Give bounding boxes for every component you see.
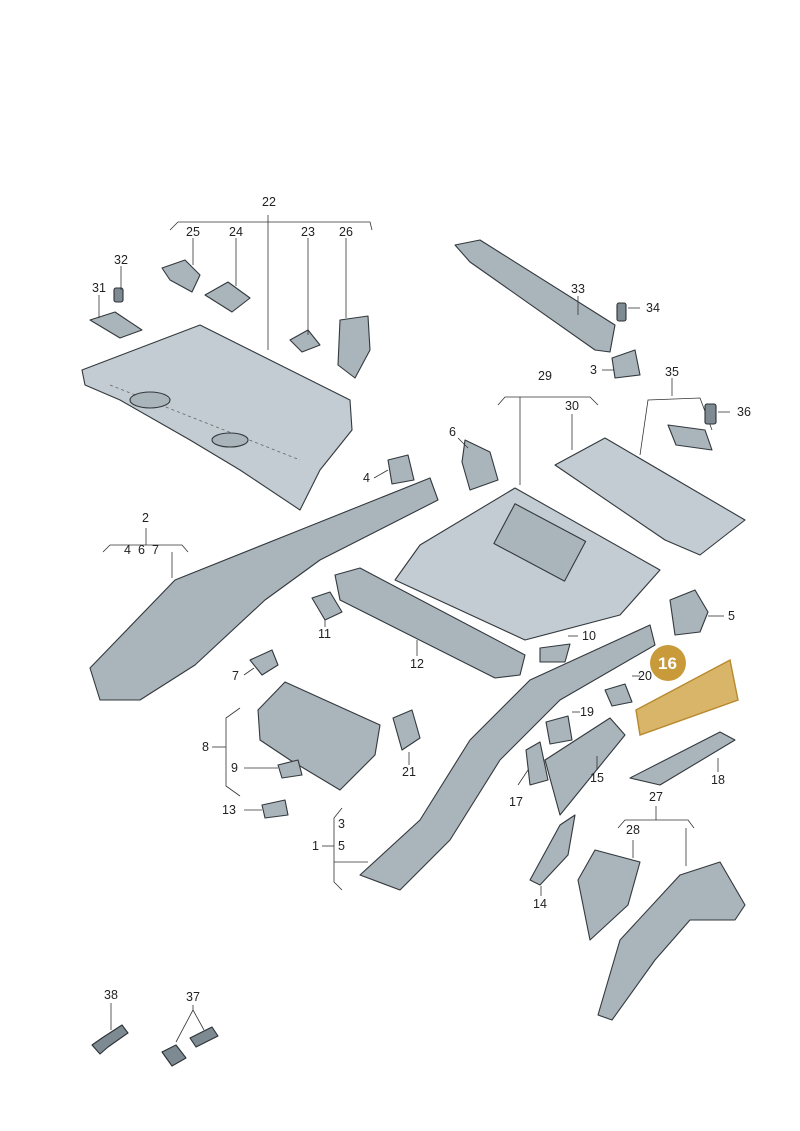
label-21: 21 xyxy=(402,765,416,779)
part-8-plate xyxy=(257,681,381,791)
label-6-group: 6 xyxy=(138,543,145,557)
part-3-bracket xyxy=(611,349,641,379)
part-26-bracket xyxy=(337,315,371,379)
label-28: 28 xyxy=(626,823,640,837)
label-32: 32 xyxy=(114,253,128,267)
part-9-bracket xyxy=(277,759,303,779)
part-24-bracket xyxy=(204,281,251,313)
label-18: 18 xyxy=(711,773,725,787)
highlight-badge xyxy=(650,645,686,681)
part-36-bolt xyxy=(704,403,717,425)
label-31: 31 xyxy=(92,281,106,295)
label-35: 35 xyxy=(665,365,679,379)
part-rear-floor-spare-well xyxy=(129,391,171,409)
part-rear-floor-pan xyxy=(81,324,353,511)
part-35-bracket xyxy=(667,424,713,451)
part-37-bolt xyxy=(189,1026,219,1048)
label-15: 15 xyxy=(590,771,604,785)
label-11: 11 xyxy=(318,627,331,641)
label-24: 24 xyxy=(229,225,243,239)
part-15-panel xyxy=(544,717,626,816)
part-14-bracket xyxy=(529,814,576,886)
part-28-bracket xyxy=(577,849,641,941)
label-3-top: 3 xyxy=(590,363,597,377)
part-7-bracket xyxy=(249,649,279,676)
part-32-screw xyxy=(113,287,124,303)
label-4-top: 4 xyxy=(363,471,370,485)
label-37: 37 xyxy=(186,990,200,1004)
label-23: 23 xyxy=(301,225,315,239)
label-2: 2 xyxy=(142,511,149,525)
part-27-wheel-house xyxy=(597,861,746,1021)
part-rear-floor-pan-rib xyxy=(109,384,301,461)
part-rear-floor-recess xyxy=(211,432,249,448)
part-33-cross-member xyxy=(454,239,616,353)
part-2-side-member xyxy=(89,477,439,701)
part-18-panel xyxy=(629,731,736,786)
label-34: 34 xyxy=(646,301,660,315)
part-21-bracket xyxy=(392,709,421,751)
part-16-reinforcement-highlighted xyxy=(635,658,739,736)
part-6-bracket xyxy=(461,439,499,491)
label-27: 27 xyxy=(649,790,663,804)
label-9: 9 xyxy=(231,761,238,775)
label-13: 13 xyxy=(222,803,236,817)
part-34-screw xyxy=(616,302,627,322)
label-4-group: 4 xyxy=(124,543,131,557)
label-3-group: 3 xyxy=(338,817,345,831)
part-13-bracket xyxy=(261,799,289,819)
label-6-top: 6 xyxy=(449,425,456,439)
part-20-bracket xyxy=(604,683,633,707)
label-25: 25 xyxy=(186,225,200,239)
part-11-sleeve xyxy=(311,591,343,621)
label-19: 19 xyxy=(580,705,594,719)
label-5-group: 5 xyxy=(338,839,345,853)
label-38: 38 xyxy=(104,988,118,1002)
part-4-bracket xyxy=(387,454,415,485)
label-17: 17 xyxy=(509,795,523,809)
part-19-bracket xyxy=(545,715,573,745)
label-8: 8 xyxy=(202,740,209,754)
label-33: 33 xyxy=(571,282,585,296)
label-36: 36 xyxy=(737,405,751,419)
label-14: 14 xyxy=(533,897,547,911)
label-20: 20 xyxy=(638,669,652,683)
label-1: 1 xyxy=(312,839,319,853)
part-17-bracket xyxy=(525,741,549,786)
part-29-floor-section xyxy=(394,487,661,641)
part-38-bolt xyxy=(91,1024,129,1055)
leader-lines xyxy=(98,215,730,1043)
part-5-bracket xyxy=(669,589,709,636)
part-23-bracket xyxy=(289,329,321,353)
label-30: 30 xyxy=(565,399,579,413)
label-29: 29 xyxy=(538,369,552,383)
part-31-bracket xyxy=(89,311,143,339)
label-7-group: 7 xyxy=(152,543,159,557)
label-12: 12 xyxy=(410,657,424,671)
part-10-plate xyxy=(539,643,571,663)
label-5-right: 5 xyxy=(728,609,735,623)
part-30-spare-wheel-panel xyxy=(554,437,746,556)
label-22: 22 xyxy=(262,195,276,209)
label-26: 26 xyxy=(339,225,353,239)
part-12-cross-member xyxy=(334,567,526,679)
part-37-nut xyxy=(161,1044,187,1067)
part-29-opening xyxy=(493,503,587,582)
part-1-side-member xyxy=(359,624,656,891)
label-10: 10 xyxy=(582,629,596,643)
part-25-bracket xyxy=(161,259,201,293)
label-16-highlighted: 16 xyxy=(658,654,677,673)
label-7: 7 xyxy=(232,669,239,683)
